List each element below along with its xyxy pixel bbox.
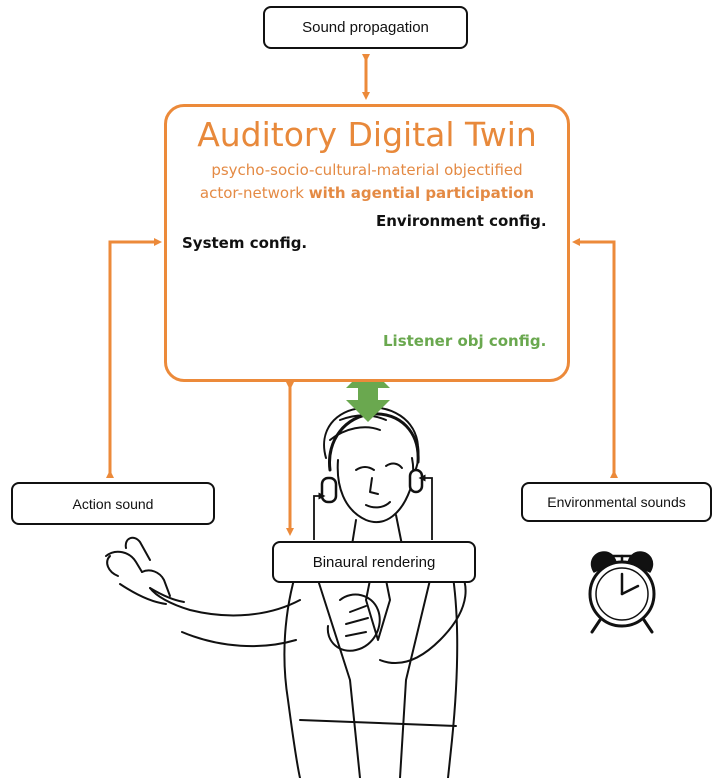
twin-subtitle-line1: psycho-socio-cultural-material objectifi… [211, 161, 523, 179]
sound-propagation-box: Sound propagation [263, 6, 468, 49]
twin-subtitle-line2: actor-network with agential participatio… [167, 182, 567, 205]
auditory-digital-twin-box: Auditory Digital Twin psycho-socio-cultu… [164, 104, 570, 382]
twin-subtitle: psycho-socio-cultural-material objectifi… [167, 159, 567, 205]
twin-subtitle-line2-bold: with agential participation [308, 184, 535, 202]
snapping-hand-sketch [105, 536, 185, 605]
arrow-environmental-sounds-twin [572, 238, 618, 478]
twin-title: Auditory Digital Twin [197, 115, 537, 154]
binaural-to-headphones-arrows [313, 474, 433, 540]
listener-config-label: Listener obj config. [383, 332, 547, 350]
alarm-clock-icon [588, 551, 656, 634]
environmental-sounds-label: Environmental sounds [547, 494, 686, 510]
arrow-action-sound-twin [106, 238, 162, 478]
binaural-rendering-label: Binaural rendering [312, 553, 436, 571]
action-sound-label: Action sound [72, 495, 154, 512]
twin-subtitle-line2-plain: actor-network [199, 184, 309, 202]
action-sound-box: Action sound [11, 482, 215, 525]
environment-config-label: Environment config. [376, 212, 547, 230]
sound-propagation-label: Sound propagation [302, 19, 429, 36]
environmental-sounds-box: Environmental sounds [521, 482, 712, 522]
system-config-label: System config. [182, 234, 308, 252]
person-with-headphones-sketch [149, 406, 467, 778]
binaural-rendering-box: Binaural rendering [272, 541, 476, 583]
